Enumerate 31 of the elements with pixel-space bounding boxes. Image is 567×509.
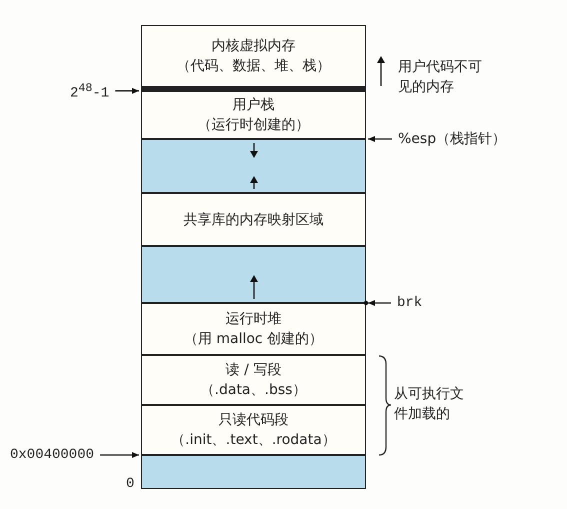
unused-region (141, 139, 366, 193)
unused-region (141, 455, 366, 489)
memory-segment (141, 193, 366, 246)
note-text: 从可执行文件加载的 (394, 385, 465, 424)
segment-note: （运行时创建的） (198, 116, 310, 135)
note-text: 用户代码不可见的内存 (398, 58, 483, 97)
segment-note: （代码、数据、堆、栈） (176, 57, 330, 76)
segment-title: 用户栈 (232, 96, 274, 115)
memory-segment (141, 25, 366, 91)
arrow (115, 88, 139, 94)
memory-segment (141, 405, 366, 455)
memory-segment (141, 355, 366, 405)
address-label: %esp（栈指针） (398, 129, 506, 149)
memory-segment (141, 91, 366, 139)
arrow (368, 136, 392, 142)
segment-title: 读 / 写段 (226, 361, 282, 380)
segment-title: 运行时堆 (226, 310, 282, 329)
address-label: 0x00400000 (10, 445, 94, 465)
segment-note: （用 malloc 创建的） (184, 330, 324, 349)
segment-title: 共享库的内存映射区域 (184, 210, 324, 230)
unused-region (141, 246, 366, 303)
arrow (368, 300, 391, 306)
segment-title: 内核虚拟内存 (212, 37, 296, 56)
address-label: 0 (126, 475, 134, 494)
address-label: 2$^{48}$-1 (70, 78, 110, 104)
memory-segment (141, 303, 366, 355)
segment-title: 只读代码段 (218, 411, 288, 430)
segment-note: （.init、.text、.rodata） (171, 431, 336, 450)
address-label: brk (397, 293, 422, 313)
segment-note: （.data、.bss） (200, 381, 306, 400)
arrow (100, 452, 139, 458)
